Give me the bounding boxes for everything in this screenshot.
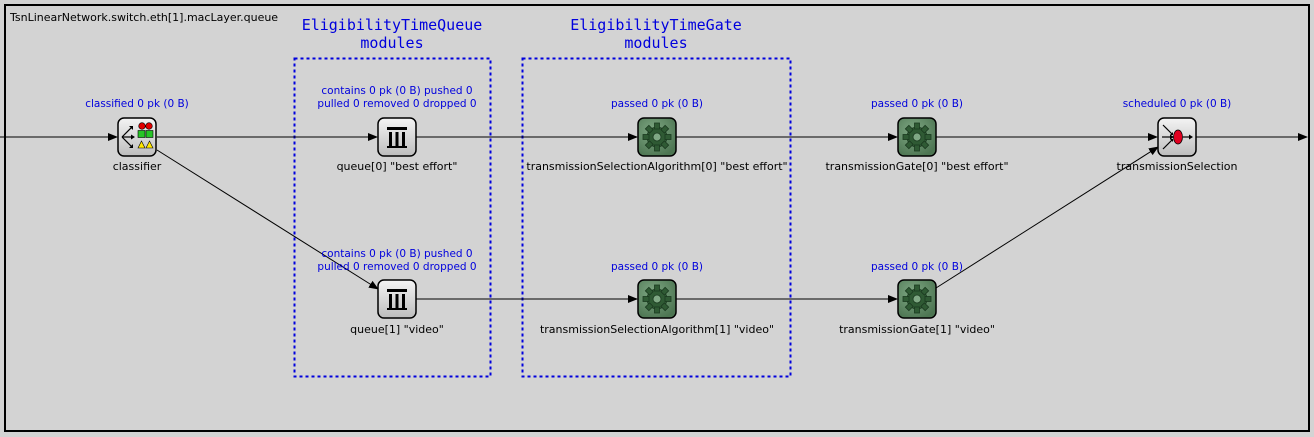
module-border <box>4 4 1310 432</box>
queue-icon[interactable] <box>377 279 417 319</box>
queue-icon[interactable] <box>377 117 417 157</box>
gate1-stats: passed 0 pk (0 B) <box>870 261 964 273</box>
tsa1-stats: passed 0 pk (0 B) <box>610 261 704 273</box>
queue0-stats: contains 0 pk (0 B) pushed 0 pulled 0 re… <box>317 85 477 110</box>
scheduler-icon[interactable] <box>1157 117 1197 157</box>
tsa0-stats: passed 0 pk (0 B) <box>610 98 704 110</box>
eligibility-time-queue-group-box <box>293 57 492 378</box>
eligibility-time-gate-group-box <box>521 57 792 378</box>
classifier-icon[interactable] <box>117 117 157 157</box>
eligibility-time-queue-group-label: EligibilityTimeQueue modules <box>301 16 483 52</box>
selection-stats: scheduled 0 pk (0 B) <box>1122 98 1232 110</box>
queue0-label: queue[0] "best effort" <box>336 160 458 173</box>
gear-icon[interactable] <box>897 117 937 157</box>
connection-gate1-selection <box>935 146 1159 289</box>
gear-icon[interactable] <box>637 117 677 157</box>
selection-label: transmissionSelection <box>1116 160 1238 173</box>
module-path-title: TsnLinearNetwork.switch.eth[1].macLayer.… <box>10 11 279 24</box>
connection-classifier-queue1 <box>156 149 379 290</box>
gate1-label: transmissionGate[1] "video" <box>839 323 995 336</box>
gate0-label: transmissionGate[0] "best effort" <box>825 160 1009 173</box>
tsa1-label: transmissionSelectionAlgorithm[1] "video… <box>539 323 775 336</box>
classifier-stats: classified 0 pk (0 B) <box>85 98 189 110</box>
gear-icon[interactable] <box>637 279 677 319</box>
queue1-stats: contains 0 pk (0 B) pushed 0 pulled 0 re… <box>317 248 477 273</box>
eligibility-time-gate-group-label: EligibilityTimeGate modules <box>570 16 742 52</box>
gate0-stats: passed 0 pk (0 B) <box>870 98 964 110</box>
gear-icon[interactable] <box>897 279 937 319</box>
classifier-label: classifier <box>112 160 162 173</box>
queue1-label: queue[1] "video" <box>350 323 444 336</box>
tsa0-label: transmissionSelectionAlgorithm[0] "best … <box>526 160 788 173</box>
